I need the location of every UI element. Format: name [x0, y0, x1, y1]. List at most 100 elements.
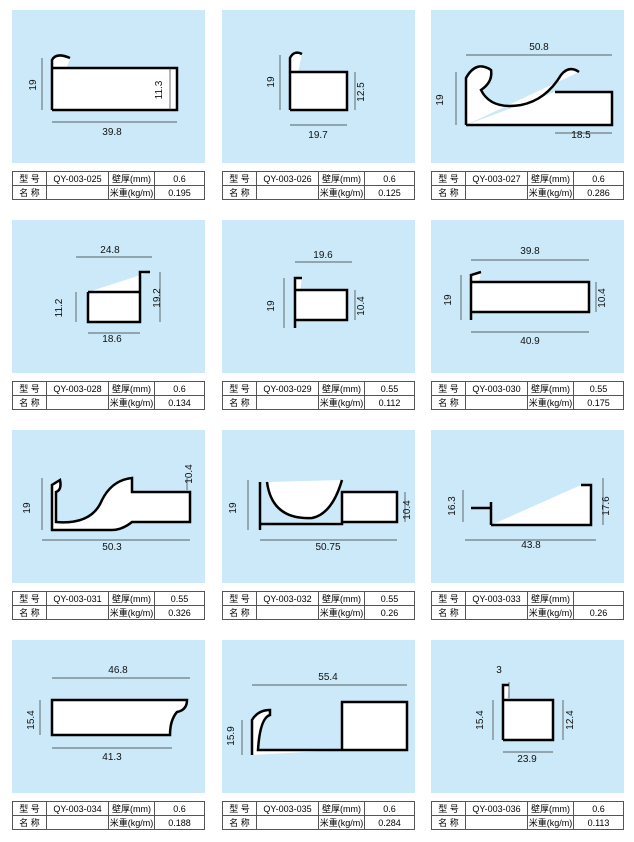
dimension-label: 19	[228, 502, 239, 514]
name-label: 名 称	[431, 605, 466, 620]
wall-label: 壁厚(mm)	[527, 801, 574, 816]
weight-label: 米重(kg/m)	[527, 605, 574, 620]
wall-value: 0.6	[154, 381, 205, 396]
dimension-label: 43.8	[521, 540, 541, 551]
weight-value: 0.26	[573, 605, 624, 620]
name-label: 名 称	[222, 185, 257, 200]
dimension-label: 16.3	[447, 496, 458, 516]
name-label: 名 称	[12, 185, 47, 200]
weight-value: 0.134	[154, 395, 205, 410]
dimension-lines	[41, 478, 190, 541]
dimension-label: 19	[266, 76, 277, 88]
name-value	[46, 185, 109, 200]
dimension-label: 50.75	[315, 542, 340, 553]
weight-label: 米重(kg/m)	[318, 815, 365, 830]
name-value	[46, 605, 109, 620]
dimension-lines	[75, 256, 161, 334]
weight-value: 0.284	[364, 815, 415, 830]
weight-label: 米重(kg/m)	[108, 185, 155, 200]
dimension-label: 10.4	[402, 500, 413, 520]
dimension-lines	[455, 54, 612, 134]
dimension-label: 40.9	[520, 336, 540, 347]
name-label: 名 称	[222, 605, 257, 620]
dimension-lines	[39, 677, 190, 749]
dimension-label: 55.4	[318, 672, 338, 683]
wall-label: 壁厚(mm)	[318, 591, 365, 606]
profile-shape	[464, 65, 614, 127]
name-value	[465, 815, 528, 830]
profile-shape	[50, 54, 179, 112]
wall-value: 0.55	[573, 381, 624, 396]
weight-value: 0.112	[364, 395, 415, 410]
wall-label: 壁厚(mm)	[108, 171, 155, 186]
model-label: 型 号	[12, 801, 47, 816]
dimension-lines	[460, 259, 597, 333]
model-value: QY-003-031	[46, 591, 109, 606]
wall-label: 壁厚(mm)	[318, 381, 365, 396]
profile-drawing: 24.811.219.218.6	[54, 245, 163, 345]
weight-label: 米重(kg/m)	[318, 185, 365, 200]
dimension-label: 18.5	[571, 130, 591, 141]
model-value: QY-003-036	[465, 801, 528, 816]
wall-label: 壁厚(mm)	[527, 591, 574, 606]
wall-value: 0.6	[364, 171, 415, 186]
profile-shape	[469, 270, 591, 320]
wall-value: 0.55	[154, 591, 205, 606]
dimension-lines	[279, 55, 356, 126]
dimension-label: 11.2	[54, 298, 65, 317]
name-label: 名 称	[12, 815, 47, 830]
profile-shape	[250, 700, 409, 755]
dimension-lines	[283, 261, 356, 328]
profile-shape	[258, 479, 399, 530]
dimension-label: 50.3	[102, 542, 122, 553]
dimension-lines	[41, 58, 177, 123]
model-label: 型 号	[431, 591, 466, 606]
profile-shape	[293, 276, 349, 328]
model-label: 型 号	[222, 801, 257, 816]
name-value	[256, 815, 319, 830]
dimension-label: 19	[266, 300, 277, 312]
weight-value: 0.125	[364, 185, 415, 200]
wall-value: 0.55	[364, 591, 415, 606]
model-label: 型 号	[12, 591, 47, 606]
dimension-label: 23.9	[517, 754, 537, 765]
dimension-label: 41.3	[102, 752, 122, 763]
name-value	[256, 605, 319, 620]
model-value: QY-003-027	[465, 171, 528, 186]
dimension-label: 19	[443, 294, 454, 306]
model-label: 型 号	[12, 381, 47, 396]
weight-label: 米重(kg/m)	[527, 395, 574, 410]
name-value	[465, 395, 528, 410]
name-label: 名 称	[222, 815, 257, 830]
name-value	[465, 605, 528, 620]
dimension-lines	[241, 684, 407, 755]
wall-value	[573, 591, 624, 606]
model-value: QY-003-035	[256, 801, 319, 816]
dimension-label: 3	[496, 665, 502, 676]
dimension-lines	[247, 480, 406, 541]
dimension-lines	[462, 478, 604, 541]
weight-value: 0.188	[154, 815, 205, 830]
name-label: 名 称	[222, 395, 257, 410]
profile-shape	[471, 483, 593, 527]
dimension-label: 15.4	[475, 710, 486, 730]
dimension-label: 11.3	[154, 80, 165, 99]
